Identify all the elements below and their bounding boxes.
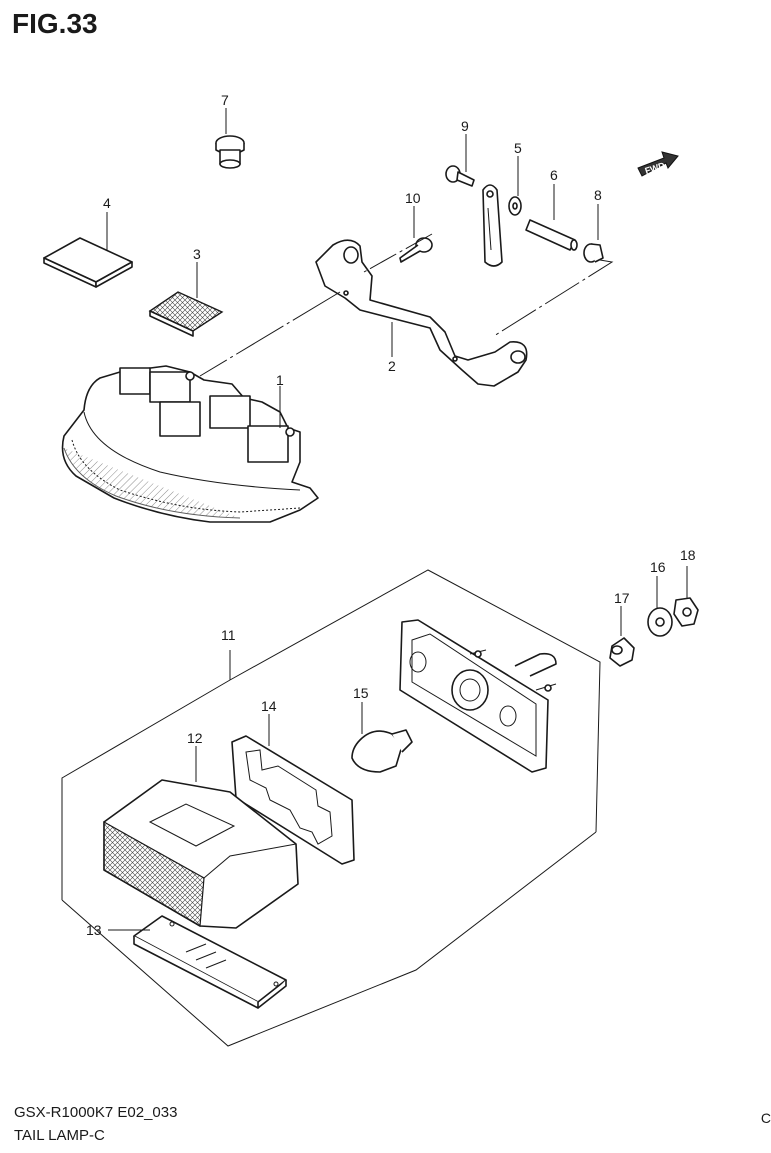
part-11-assembly-outline — [61, 569, 601, 1047]
fwd-arrow-icon: FWD — [637, 151, 679, 177]
part-18-nut — [673, 597, 699, 627]
callout-9: 9 — [461, 118, 469, 134]
callout-2: 2 — [388, 358, 396, 374]
callout-3: 3 — [193, 246, 201, 262]
part-2-bracket — [315, 239, 528, 387]
callout-11: 11 — [221, 627, 236, 643]
part-5-washer — [508, 196, 522, 216]
part-15-bulb — [351, 729, 413, 773]
callout-5: 5 — [514, 140, 522, 156]
figure-name: TAIL LAMP-C — [14, 1127, 105, 1144]
callout-6: 6 — [550, 167, 558, 183]
callout-1: 1 — [276, 372, 284, 388]
part-12-lens — [103, 779, 299, 929]
part-13-plate — [133, 915, 287, 1009]
callout-16: 16 — [650, 559, 666, 575]
part-9-stay — [482, 184, 503, 267]
callout-14: 14 — [261, 698, 277, 714]
callout-4: 4 — [103, 195, 111, 211]
part-9-screw — [445, 165, 475, 187]
part-4-plate — [43, 237, 133, 288]
callout-8: 8 — [594, 187, 602, 203]
callout-18: 18 — [680, 547, 696, 563]
fwd-label: FWD — [644, 160, 667, 176]
callout-7: 7 — [221, 92, 229, 108]
part-8-nut — [583, 243, 604, 263]
figure-title: FIG.33 — [12, 8, 98, 39]
callout-13: 13 — [86, 922, 102, 938]
edge-character: C — [760, 1110, 771, 1126]
leader-lines — [199, 233, 614, 377]
model-code: GSX-R1000K7 E02_033 — [14, 1104, 178, 1121]
part-16-washer — [647, 607, 673, 637]
callout-10: 10 — [405, 190, 421, 206]
part-11-housing — [399, 619, 557, 773]
callout-15: 15 — [353, 685, 369, 701]
callout-17: 17 — [614, 590, 630, 606]
part-17-collar — [609, 637, 635, 667]
part-10-screw — [399, 237, 433, 263]
part-1-tail-lamp — [61, 365, 319, 523]
part-7-grommet — [215, 135, 245, 169]
part-6-pin — [525, 219, 578, 251]
callout-12: 12 — [187, 730, 203, 746]
part-3-reflector — [148, 291, 224, 337]
callout-numbers: 7 9 5 6 8 4 10 3 2 1 18 16 17 11 15 14 1… — [86, 92, 696, 938]
